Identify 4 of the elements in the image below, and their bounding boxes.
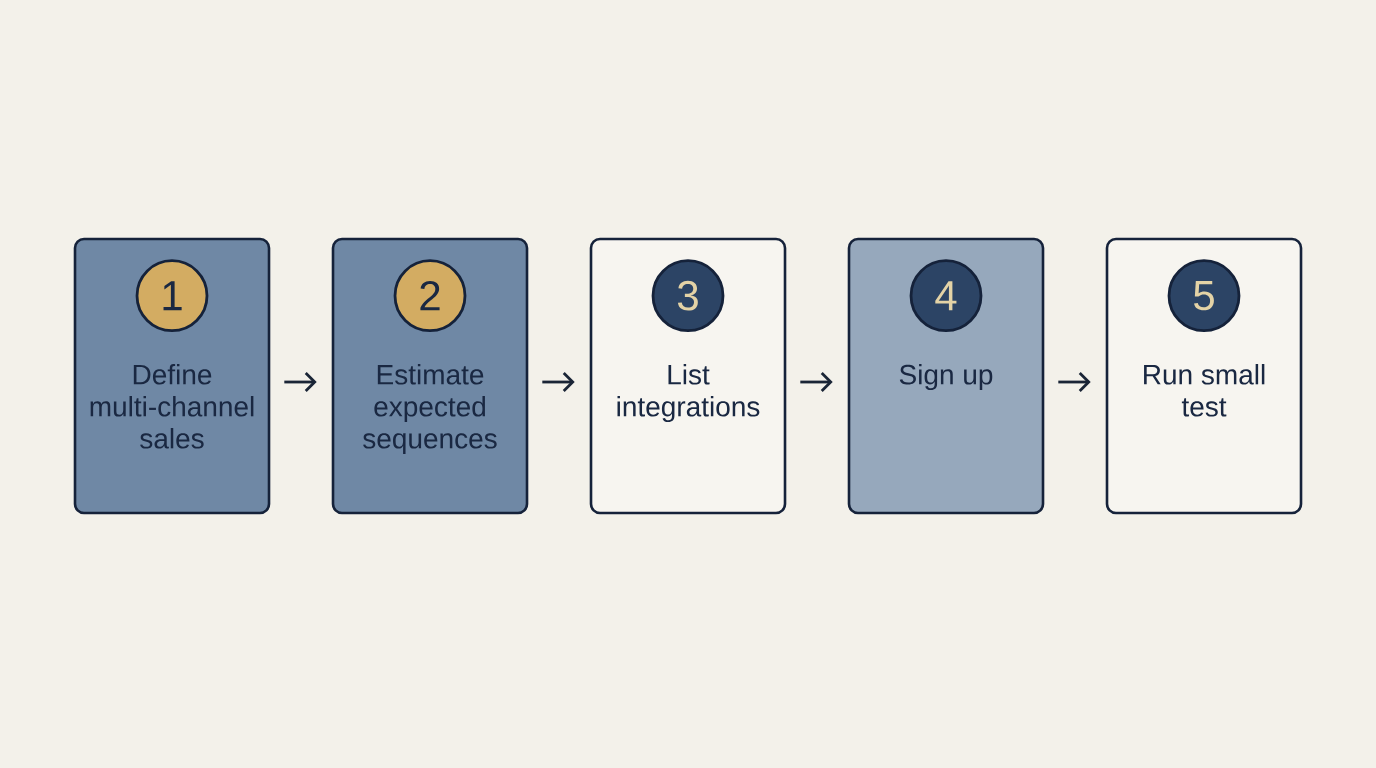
arrow: [1058, 372, 1091, 392]
arrow: [800, 372, 833, 392]
arrow: [542, 372, 575, 392]
arrow: [284, 372, 317, 392]
